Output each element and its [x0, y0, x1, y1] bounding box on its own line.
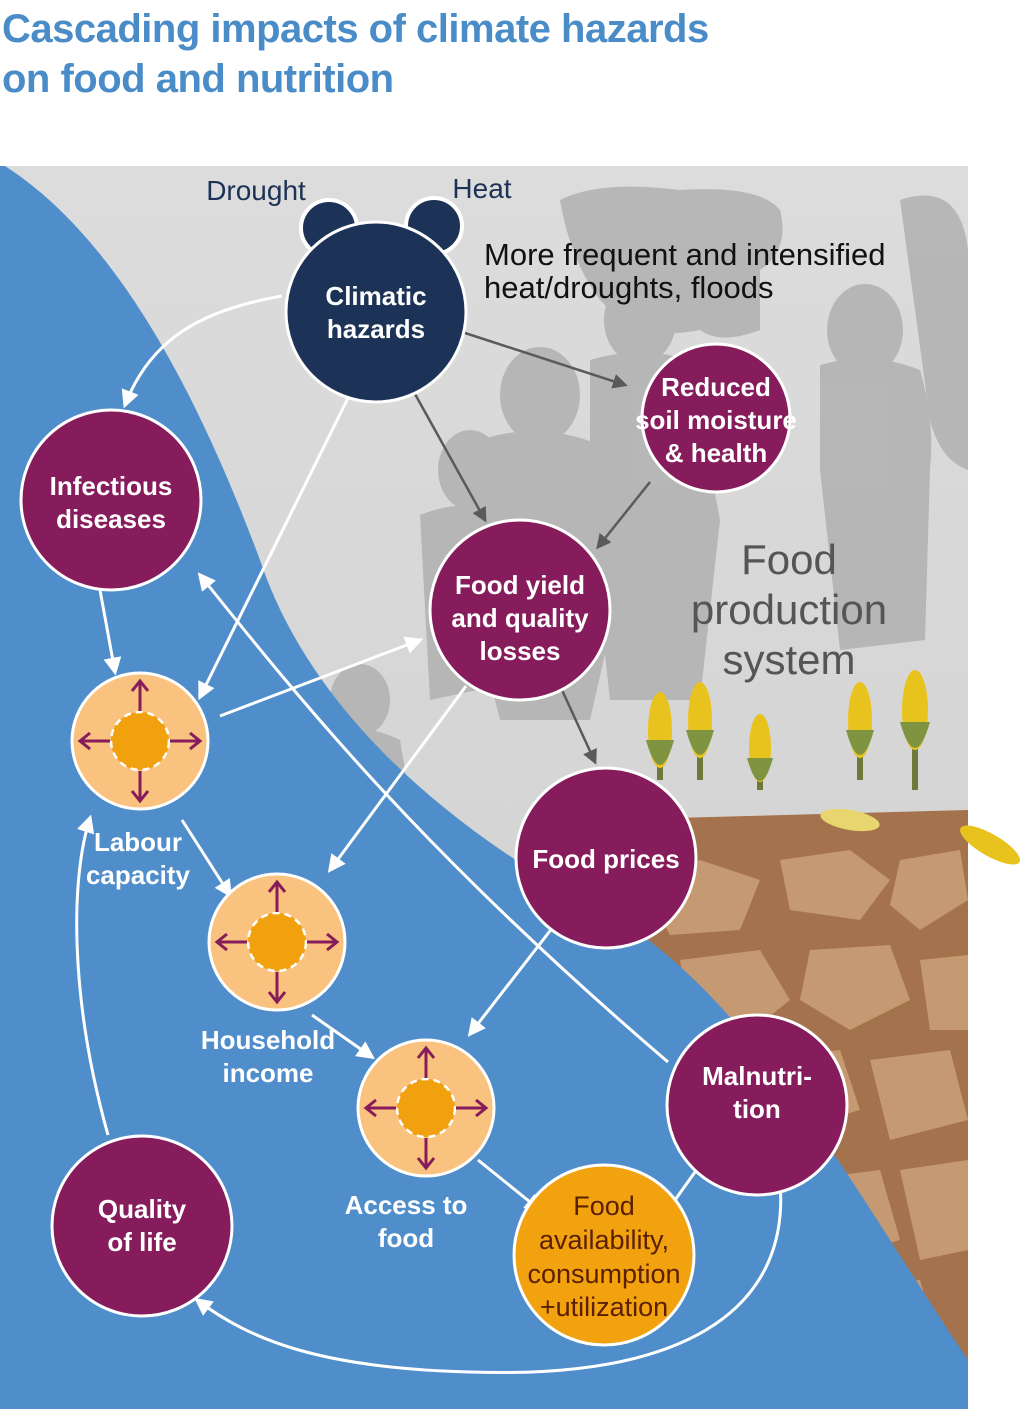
- household-income-label: Household income: [201, 1025, 335, 1088]
- food-production-system-label: Food production system: [691, 536, 887, 683]
- food-availability-node: Food availability, consumption +utilizat…: [512, 1163, 696, 1347]
- hazards-note-line-1: More frequent and intensified: [484, 237, 886, 272]
- svg-text:hazards: hazards: [327, 314, 425, 344]
- yield-label-line-2: and quality: [451, 603, 589, 633]
- hazards-note: More frequent and intensified heat/droug…: [484, 237, 886, 305]
- infectious-label-line-1: Infectious: [50, 471, 173, 501]
- title-line-2: on food and nutrition: [2, 57, 394, 101]
- grey-arrows: [408, 330, 651, 765]
- page-title: Cascading impacts of climate hazards on …: [2, 4, 709, 104]
- availability-label-line-2: availability,: [539, 1225, 669, 1255]
- income-label-line-2: income: [222, 1058, 313, 1088]
- svg-text:Climatic: Climatic: [325, 281, 426, 311]
- infectious-diseases-node: Infectious diseases: [19, 408, 203, 592]
- quality-label-line-2: of life: [107, 1227, 176, 1257]
- malnutrition-label-line-1: Malnutri-: [702, 1061, 812, 1091]
- prices-label: Food prices: [532, 844, 679, 874]
- heat-label: Heat: [452, 173, 511, 204]
- access-to-food-label: Access to food: [345, 1190, 468, 1253]
- hazards-note-line-2: heat/droughts, floods: [484, 270, 774, 305]
- labour-label-line-1: Labour: [94, 827, 182, 857]
- soil-moisture-node: Reduced soil moisture & health: [635, 342, 797, 494]
- access-label-line-1: Access to: [345, 1190, 468, 1220]
- soil-label-line-2: soil moisture: [635, 405, 797, 435]
- food-yield-node: Food yield and quality losses: [428, 518, 612, 702]
- labour-capacity-label: Labour capacity: [86, 827, 191, 890]
- outward-arrows-icon: [77, 678, 203, 804]
- household-income-node: [207, 872, 347, 1012]
- hazards-label-line-2: hazards: [327, 314, 425, 344]
- people-silhouettes: [320, 186, 968, 800]
- climatic-hazards-node: Climatic hazards: [284, 196, 468, 404]
- soil-label-line-3: & health: [665, 438, 768, 468]
- food-prices-node: Food prices: [514, 766, 698, 950]
- malnutrition-node: Malnutri- tion: [665, 1013, 849, 1197]
- yield-label-line-1: Food yield: [455, 570, 585, 600]
- system-label-line-1: Food: [741, 536, 837, 583]
- labour-label-line-2: capacity: [86, 860, 191, 890]
- drought-label: Drought: [206, 175, 306, 206]
- availability-label-line-1: Food: [573, 1191, 635, 1221]
- malnutrition-label-line-2: tion: [733, 1094, 781, 1124]
- yield-label-line-3: losses: [480, 636, 561, 666]
- availability-label-line-3: consumption: [527, 1259, 680, 1289]
- quality-of-life-node: Quality of life: [50, 1134, 234, 1318]
- system-label-line-2: production: [691, 586, 887, 633]
- income-label-line-1: Household: [201, 1025, 335, 1055]
- white-arrows: [75, 294, 783, 1375]
- access-to-food-node: [356, 1038, 496, 1178]
- hazards-label-line-1: Climatic: [325, 281, 426, 311]
- quality-label-line-1: Quality: [98, 1194, 187, 1224]
- title-line-1: Cascading impacts of climate hazards: [2, 7, 709, 51]
- outward-arrows-icon: [363, 1045, 489, 1171]
- system-label-line-3: system: [722, 636, 855, 683]
- soil-label-line-1: Reduced: [661, 372, 771, 402]
- labour-capacity-node: [70, 671, 210, 811]
- infectious-label-line-2: diseases: [56, 504, 166, 534]
- outward-arrows-icon: [214, 879, 340, 1005]
- availability-label-line-4: +utilization: [540, 1292, 668, 1322]
- access-label-line-2: food: [378, 1223, 434, 1253]
